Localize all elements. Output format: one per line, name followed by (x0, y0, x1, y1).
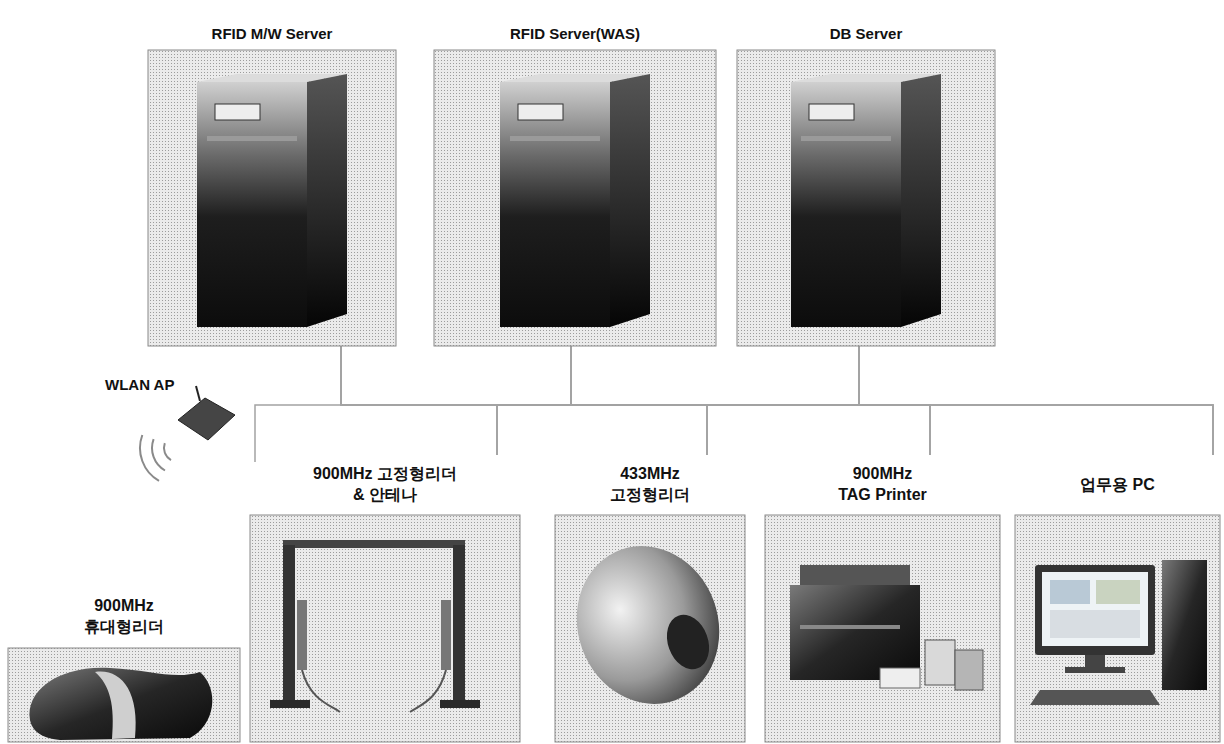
device-frame (555, 515, 745, 742)
wireless-wave (152, 439, 165, 470)
active-reader-icon (555, 526, 741, 724)
wireless-wave (164, 443, 171, 460)
server-frame (737, 50, 995, 346)
network-line (341, 346, 497, 455)
box-header: RFID Server(WAS) (434, 18, 716, 50)
tag-item (880, 668, 920, 688)
network-line (341, 346, 707, 455)
gate-post (453, 545, 465, 705)
box-header: 900MHz TAG Printer (765, 455, 1000, 515)
access-point-antenna (196, 386, 200, 401)
box-header: 433MHz 고정형리더 (555, 455, 745, 515)
device-box: DB Server (737, 18, 995, 346)
node-label: 업무용 PC (1078, 475, 1157, 496)
printer-slot (800, 625, 900, 629)
node-label: 433MHz 고정형리더 (608, 464, 692, 506)
device-frame (765, 515, 1000, 742)
server-side (307, 74, 347, 327)
gate-foot (270, 700, 310, 708)
gate-bar (283, 540, 465, 548)
monitor-frame (1035, 565, 1155, 655)
network-line (707, 346, 859, 455)
server-bay (510, 136, 600, 141)
server-display (518, 104, 563, 120)
gate-foot (440, 700, 480, 708)
bus-stub (255, 405, 341, 462)
network-line (341, 346, 930, 455)
antenna-panel (297, 600, 307, 670)
device-frame (250, 515, 520, 742)
device-box: 900MHz 휴대형리더 (8, 586, 240, 742)
node-label: 900MHz TAG Printer (836, 464, 929, 506)
box-header: 900MHz 고정형리더 & 안테나 (250, 455, 520, 515)
device-box: RFID M/W Server (148, 18, 396, 346)
antenna-panel (441, 600, 451, 670)
device-box: 900MHz 고정형리더 & 안테나 (250, 455, 520, 742)
tag-item (955, 650, 983, 690)
network-line (859, 346, 1213, 455)
printer-top (800, 565, 910, 587)
monitor-base (1065, 667, 1125, 673)
handheld-reader-icon (30, 668, 213, 740)
network-line (571, 346, 707, 455)
box-header: DB Server (737, 18, 995, 50)
screen-window (1050, 580, 1090, 604)
node-label: 900MHz 휴대형리더 (82, 596, 166, 638)
active-reader-center (660, 609, 717, 675)
node-label: RFID Server(WAS) (508, 24, 643, 44)
screen-window (1096, 580, 1140, 604)
wireless-wave (140, 435, 159, 481)
node-label: 900MHz 고정형리더 & 안테나 (309, 464, 462, 506)
server-icon (500, 74, 650, 327)
box-header: 900MHz 휴대형리더 (8, 586, 240, 648)
box-header: RFID M/W Server (148, 18, 396, 50)
keyboard (1030, 690, 1160, 705)
server-icon (197, 74, 347, 327)
server-side (901, 74, 941, 327)
screen-window (1050, 610, 1140, 638)
server-front (500, 82, 610, 327)
device-box: 업무용 PC (1015, 455, 1220, 742)
device-label: WLAN AP (105, 376, 174, 393)
device-box: 433MHz 고정형리더 (555, 455, 745, 742)
device-box: RFID Server(WAS) (434, 18, 716, 346)
device-box: 900MHz TAG Printer (765, 455, 1000, 742)
tag-item (925, 640, 955, 685)
server-side (610, 74, 650, 327)
node-label: RFID M/W Server (210, 24, 335, 44)
device-frame (1015, 515, 1220, 742)
network-line (497, 346, 571, 455)
server-bay (207, 136, 297, 141)
network-line (341, 346, 1213, 455)
server-display (215, 104, 260, 120)
monitor-stand (1085, 655, 1105, 667)
device-frame (8, 648, 240, 742)
printer-body (790, 585, 920, 680)
node-label: DB Server (828, 24, 905, 44)
network-line (571, 346, 930, 455)
network-line (497, 346, 859, 455)
server-frame (148, 50, 396, 346)
server-front (197, 82, 307, 327)
antenna-cable (410, 670, 446, 712)
server-display (809, 104, 854, 120)
antenna-cable (302, 670, 340, 712)
pc-tower (1162, 560, 1207, 690)
box-header: 업무용 PC (1015, 455, 1220, 515)
network-line (859, 346, 930, 455)
server-bay (801, 136, 891, 141)
server-frame (434, 50, 716, 346)
monitor-screen (1042, 572, 1148, 646)
connector-group (341, 346, 1213, 455)
handheld-reader-grip (95, 672, 136, 739)
gate-post (283, 545, 295, 705)
server-icon (791, 74, 941, 327)
network-line (571, 346, 1213, 455)
server-front (791, 82, 901, 327)
access-point-icon (178, 398, 235, 440)
